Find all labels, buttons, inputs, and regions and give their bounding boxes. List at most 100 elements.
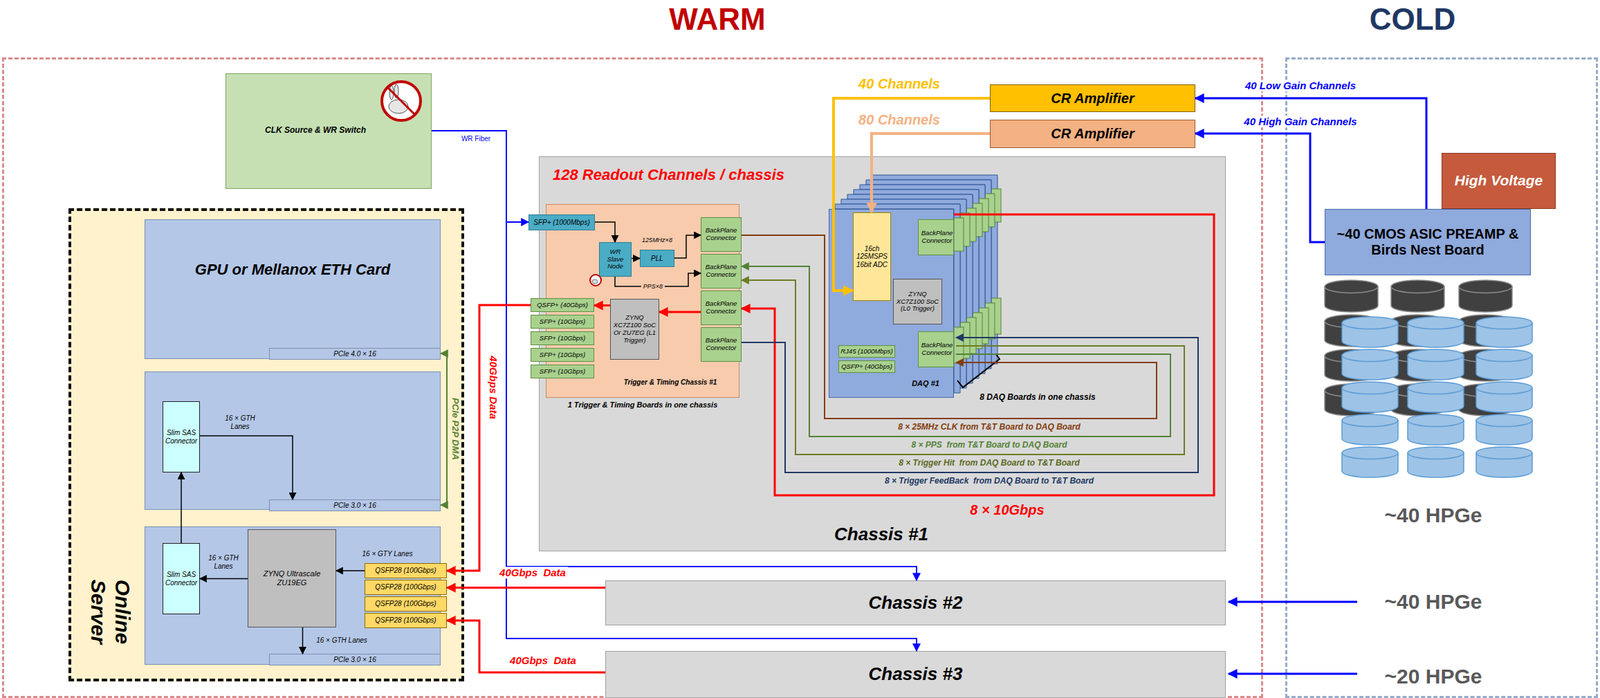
detector-top	[1458, 280, 1513, 293]
node-text: CR Amplifier	[991, 125, 1194, 142]
detector-body	[1407, 388, 1464, 413]
signal-arrow	[1228, 673, 1358, 676]
node-text: Chassis #3	[607, 664, 1224, 685]
pre-box: ~40 CMOS ASIC PREAMP & Birds Nest Board	[1324, 208, 1531, 276]
connector	[674, 235, 701, 259]
zy-box: ZYNQ XC7Z100 SoC (L0 Trigger)	[893, 278, 943, 325]
detector-top	[1324, 280, 1378, 293]
edge-label: PCIe P2P DMA	[450, 395, 461, 463]
cr1-box: CR Amplifier	[989, 84, 1196, 113]
connector	[833, 98, 990, 291]
backplane-connector-symbol	[953, 217, 964, 252]
detector-top	[1341, 381, 1399, 395]
detector-top	[1341, 414, 1399, 427]
node-text: ~40 CMOS ASIC PREAMP & Birds Nest Board	[1326, 226, 1529, 259]
slim-box: Slim SAS Connector	[162, 543, 200, 615]
detector-top	[1458, 349, 1513, 362]
node-text: RJ45 (1000Mbps)	[840, 347, 894, 356]
connector	[446, 305, 531, 571]
node-text: WARM	[613, 2, 822, 38]
connector	[431, 130, 529, 223]
detector-top	[1476, 349, 1533, 362]
grn-box: SFP+ (10Gbps)	[530, 331, 595, 346]
signal-arrow	[1228, 601, 1358, 604]
connector	[659, 311, 701, 314]
detector-top	[1407, 349, 1464, 362]
hv-box: High Voltage	[1441, 152, 1556, 209]
detector-top	[1458, 314, 1513, 328]
node-text: CR Amplifier	[991, 90, 1194, 107]
detector-body	[1391, 355, 1445, 382]
edge-label: PPS×8	[641, 282, 665, 290]
teal-box: PLL	[639, 249, 675, 268]
node-text: QSFP28 (100Gbps)	[366, 566, 445, 575]
node-text: WR Slave Node	[601, 248, 630, 272]
detector-top	[1391, 383, 1445, 397]
detector-body	[1324, 390, 1378, 416]
node-text: Trigger & Timing Chassis #1	[611, 378, 730, 387]
connector	[431, 130, 917, 651]
edge-label: WR Fiber	[459, 134, 493, 144]
node-text: PCIe 3.0 × 16	[271, 655, 439, 665]
edge-label: 16 × GTH Lanes	[218, 414, 262, 431]
node-text: BackPlane Connector	[702, 300, 740, 316]
daq-board-outline	[866, 179, 992, 369]
detector-body	[1476, 355, 1533, 380]
edge-label: 8 × Trigger FeedBack from DAQ Board to T…	[882, 476, 1096, 487]
backplane-connector-symbol	[991, 188, 1001, 223]
edge-label: 8 × Trigger Hit from DAQ Board to T&T Bo…	[896, 458, 1082, 469]
grn-box: QSFP+ (40Gbps)	[530, 298, 595, 312]
node-text: QSFP28 (100Gbps)	[366, 616, 445, 625]
detector-body	[1391, 390, 1445, 416]
detector-body	[1458, 320, 1513, 347]
node-text: BackPlane Connector	[702, 263, 740, 279]
node-text: GPU or Mellanox ETH Card	[144, 260, 441, 279]
daq-box: DAQ #116ch 125MSPS 16bit ADCBackPlane Co…	[828, 208, 954, 398]
node-text: QSFP+ (40Gbps)	[532, 301, 593, 310]
grn-box: BackPlane Connector	[917, 219, 956, 256]
ch-box: Chassis #3	[605, 650, 1226, 698]
grn-box: RJ45 (1000Mbps)	[838, 345, 896, 358]
note-label: ~40 HPGe	[1382, 503, 1485, 528]
edge-label: 40 Low Gain Channels	[1243, 79, 1358, 92]
daq-board-stack	[834, 175, 1001, 393]
detector-top	[1407, 414, 1464, 427]
detector-top	[1476, 446, 1533, 460]
tt-box: Trigger & Timing Chassis #1SFP+ (1000Mbp…	[545, 204, 740, 398]
detector-body	[1407, 420, 1464, 445]
edge-label: 8 × PPS from T&T Board to DAQ Board	[908, 440, 1069, 451]
ch-box: 128 Readout Channels / chassisChassis #1…	[538, 156, 1226, 552]
detector-body	[1476, 453, 1533, 478]
edge-label: 16 × GTH Lanes	[314, 636, 370, 645]
detector-top	[1476, 316, 1533, 330]
edge-label: 40Gbps Data	[486, 353, 499, 422]
note-label: ~40 HPGe	[1382, 590, 1485, 615]
node-text: BackPlane Connector	[920, 229, 954, 245]
edge-label: 125MHz×8	[639, 236, 675, 244]
detector-body	[1341, 323, 1399, 348]
detector-body	[1324, 320, 1378, 347]
grn-box: SFP+ (10Gbps)	[530, 314, 595, 329]
zy-box: ZYNQ Ultrascale ZU19EG	[247, 529, 337, 628]
detector-body	[1458, 286, 1513, 312]
grn-box: BackPlane Connector	[700, 327, 742, 362]
node-text: QSFP28 (100Gbps)	[366, 583, 445, 592]
grn-box: BackPlane Connector	[700, 253, 742, 289]
backplane-connector-symbol	[985, 302, 995, 339]
node-text: ZYNQ XC7Z100 SoC Or ZU7EG (L1 Trigger)	[612, 314, 658, 345]
detector-top	[1324, 349, 1378, 362]
connector	[199, 578, 248, 580]
note-label: 8 DAQ Boards in one chassis	[977, 392, 1098, 403]
clk-box: CLK Source & WR Switch	[225, 73, 432, 189]
detector-body	[1391, 320, 1445, 347]
detector-top	[1407, 316, 1464, 330]
detector-body	[1341, 420, 1399, 445]
node-text: QSFP28 (100Gbps)	[366, 599, 445, 609]
backplane-connector-symbol	[978, 307, 989, 344]
edge-label: 8 × 10Gbps	[967, 502, 1046, 519]
node-text: BackPlane Connector	[702, 226, 740, 243]
daq-board-outline	[853, 189, 979, 379]
